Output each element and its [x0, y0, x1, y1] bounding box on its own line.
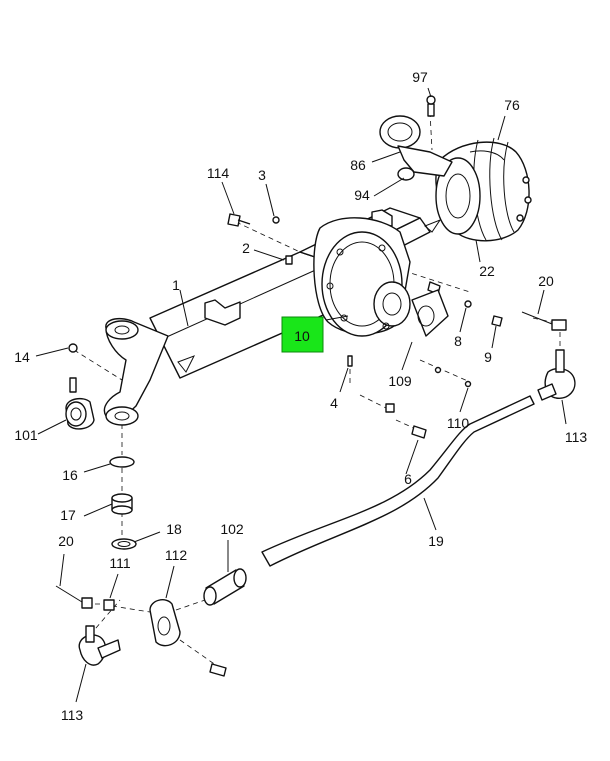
callout-109[interactable]: 109 [388, 373, 412, 389]
callout-113-right[interactable]: 113 [565, 429, 588, 445]
king-pin-parts [109, 456, 137, 550]
callout-1[interactable]: 1 [172, 277, 180, 293]
callout-114[interactable]: 114 [207, 165, 230, 181]
left-tie-rod-end [55, 585, 121, 666]
highlight-label: 10 [294, 328, 310, 344]
callout-17[interactable]: 17 [60, 507, 76, 523]
callout-76[interactable]: 76 [504, 97, 520, 113]
callout-97[interactable]: 97 [412, 69, 428, 85]
callout-94[interactable]: 94 [354, 187, 370, 203]
callout-20-top[interactable]: 20 [538, 273, 554, 289]
right-tie-rod-end [521, 311, 576, 401]
highlight-box[interactable] [281, 316, 324, 353]
callout-110[interactable]: 110 [447, 415, 470, 431]
callout-20-bottom[interactable]: 20 [58, 533, 74, 549]
leader-lines [35, 87, 567, 703]
highlight-callout-10[interactable]: 10 [281, 316, 324, 353]
callout-18[interactable]: 18 [166, 521, 182, 537]
callout-113-left[interactable]: 113 [61, 707, 84, 723]
left-axle-yoke [65, 317, 169, 430]
tie-rod-clamp [149, 599, 227, 677]
cross-tube [261, 395, 535, 567]
callout-9[interactable]: 9 [484, 349, 492, 365]
hardware-bolts [227, 213, 503, 439]
callout-86[interactable]: 86 [350, 157, 366, 173]
callout-6[interactable]: 6 [404, 471, 412, 487]
callout-101[interactable]: 101 [14, 427, 38, 443]
callout-111[interactable]: 111 [109, 555, 130, 571]
callout-112[interactable]: 112 [165, 547, 188, 563]
callout-8[interactable]: 8 [454, 333, 462, 349]
brake-air-chamber [379, 95, 453, 181]
differential-carrier [313, 217, 411, 337]
callout-2[interactable]: 2 [242, 240, 250, 256]
right-brake-drum [435, 137, 532, 242]
callout-numbers: 97 76 86 94 114 3 2 22 20 1 14 8 9 109 4… [14, 69, 587, 723]
tie-rod-sleeve [203, 568, 247, 606]
callout-22[interactable]: 22 [479, 263, 495, 279]
callout-19[interactable]: 19 [428, 533, 444, 549]
callout-3[interactable]: 3 [258, 167, 266, 183]
callout-102[interactable]: 102 [220, 521, 244, 537]
callout-16[interactable]: 16 [62, 467, 78, 483]
callout-14[interactable]: 14 [14, 349, 30, 365]
callout-4[interactable]: 4 [330, 395, 338, 411]
